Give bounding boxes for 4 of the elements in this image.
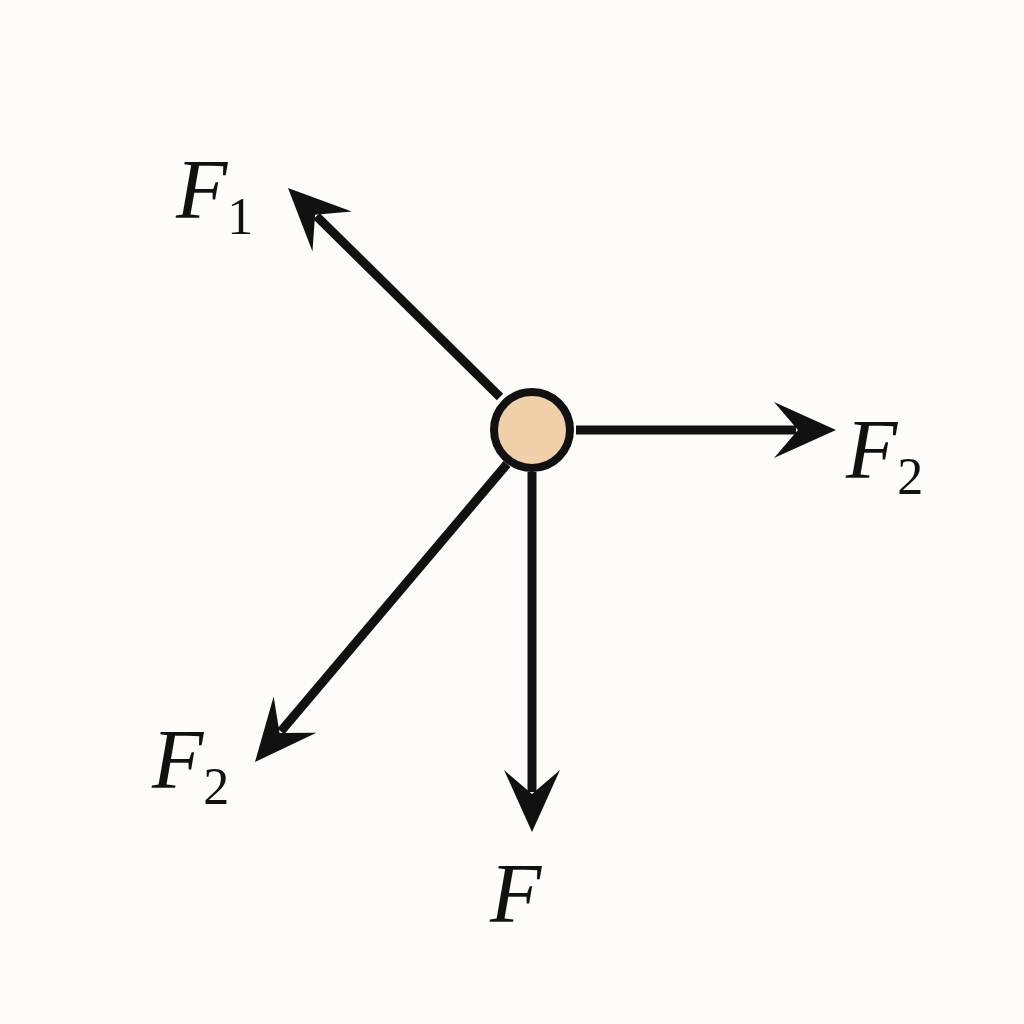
force-label: F$_{2}$ <box>152 718 230 813</box>
force-label: F$_{1}$ <box>176 148 254 243</box>
force-label: F$_{2}$ <box>846 408 924 503</box>
force-label: F <box>490 852 542 936</box>
